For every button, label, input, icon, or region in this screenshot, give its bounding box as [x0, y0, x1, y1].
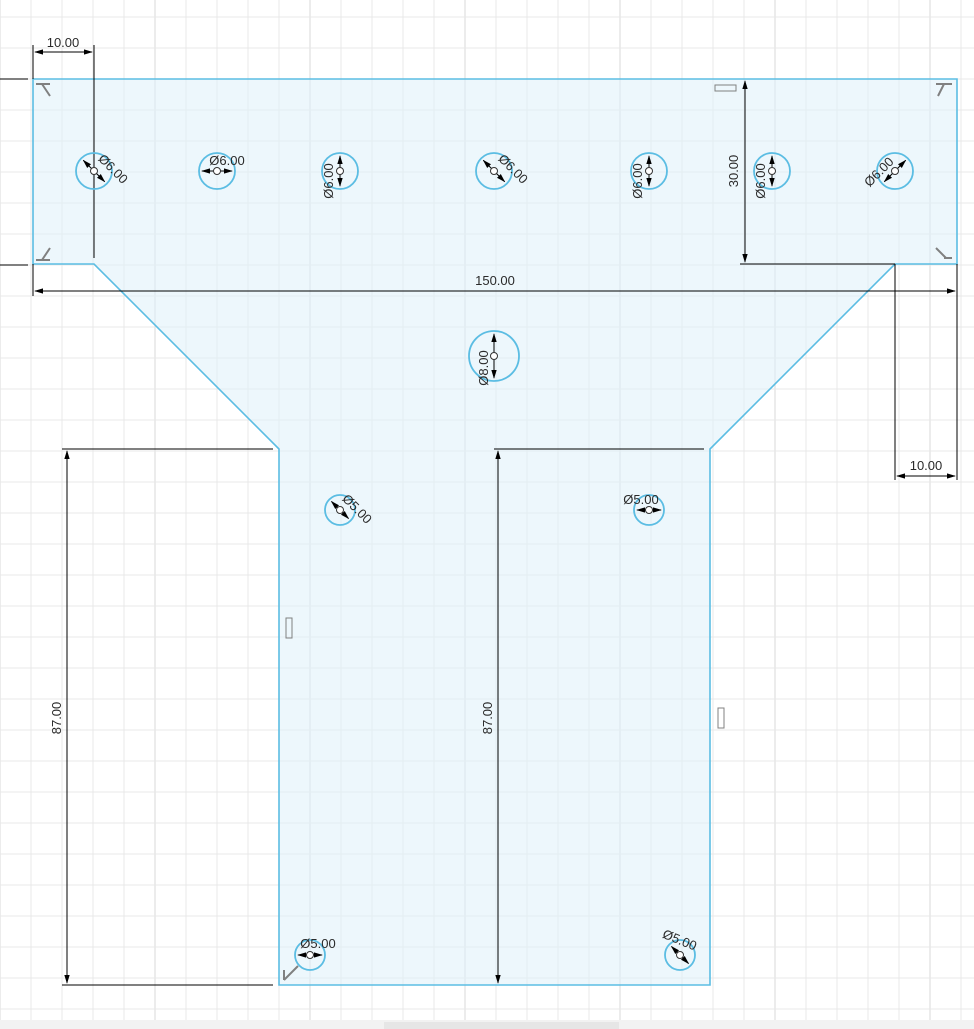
- dim-label-top-height: 30.00: [726, 155, 741, 188]
- hole-label-stem-lower-left: Ø5.00: [300, 936, 335, 951]
- hole[interactable]: [198, 152, 236, 190]
- dimension-overall-width[interactable]: [0, 78, 958, 296]
- hole[interactable]: [468, 330, 520, 382]
- parallel-constraint-icon[interactable]: [285, 617, 293, 639]
- coincident-icon[interactable]: [36, 247, 51, 261]
- hole-label-center: Ø8.00: [476, 350, 491, 385]
- hole-label-top-6: Ø6.00: [753, 163, 768, 198]
- hole[interactable]: [633, 494, 665, 526]
- hole[interactable]: [294, 939, 326, 971]
- dimension-center-leg-height[interactable]: [494, 448, 704, 984]
- hole-label-stem-upper-right: Ø5.00: [623, 492, 658, 507]
- hole[interactable]: [321, 152, 359, 190]
- holes-group: [75, 152, 914, 971]
- dim-label-right-offset: 10.00: [910, 458, 943, 473]
- hole-label-top-2: Ø6.00: [209, 153, 244, 168]
- hole[interactable]: [664, 939, 696, 971]
- coincident-icon[interactable]: [936, 83, 952, 97]
- dim-label-left-leg-height: 87.00: [49, 702, 64, 735]
- hole[interactable]: [753, 152, 791, 190]
- dimension-right-offset[interactable]: [894, 264, 958, 480]
- dim-label-overall-width: 150.00: [475, 273, 515, 288]
- dimension-top-left-offset[interactable]: [32, 45, 95, 258]
- hole[interactable]: [475, 152, 513, 190]
- parallel-constraint-icon[interactable]: [714, 84, 737, 92]
- parallel-constraint-icon[interactable]: [717, 707, 725, 729]
- hole-label-top-5: Ø6.00: [630, 163, 645, 198]
- dim-label-top-left-offset: 10.00: [47, 35, 80, 50]
- hole[interactable]: [630, 152, 668, 190]
- coincident-icon[interactable]: [36, 83, 51, 97]
- dimension-top-height[interactable]: [740, 80, 895, 265]
- hole[interactable]: [324, 494, 356, 526]
- hole[interactable]: [876, 152, 914, 190]
- toolbar-strip: [384, 1022, 619, 1029]
- dimension-left-leg-height[interactable]: [62, 448, 273, 986]
- hole-label-top-3: Ø6.00: [321, 163, 336, 198]
- part-profile[interactable]: [32, 78, 958, 986]
- coincident-icon[interactable]: [935, 247, 952, 259]
- hole[interactable]: [75, 152, 113, 190]
- dim-label-center-leg-height: 87.00: [480, 702, 495, 735]
- coincident-icon[interactable]: [283, 965, 299, 981]
